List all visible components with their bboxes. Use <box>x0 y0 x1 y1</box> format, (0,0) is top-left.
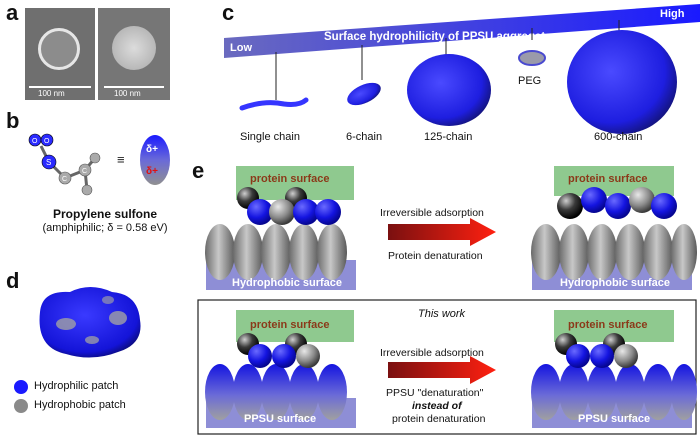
label-600-chain: 600-chain <box>594 131 642 143</box>
protein-label-top-right: protein surface <box>568 173 647 185</box>
vesicle-particle <box>38 28 80 70</box>
bottom-arrow-label-4: protein denaturation <box>392 413 486 425</box>
surface-eggs-bottom-right <box>531 364 697 420</box>
label-6-chain: 6-chain <box>346 131 382 143</box>
protein-beads-top-right <box>557 187 677 219</box>
label-125-chain: 125-chain <box>424 131 472 143</box>
carbon-atom <box>81 184 93 196</box>
sulfur-label: S <box>46 158 51 167</box>
hydrophilicity-gradient-bar <box>224 4 700 58</box>
surface-label-bottom-right: PPSU surface <box>578 413 650 425</box>
scale-label: 100 nm <box>114 89 141 98</box>
molecule-name: Propylene sulfone <box>52 207 158 221</box>
carbon-label: C <box>82 168 87 175</box>
delta-plus-bottom: δ+ <box>146 166 158 177</box>
bar-title: Surface hydrophilicity of PPSU aggregate… <box>324 31 558 43</box>
aggregate-blob <box>39 287 141 358</box>
panel-letter-c: c <box>222 0 235 25</box>
aggregate-surface-render <box>39 287 141 358</box>
bottom-arrow-label-2: PPSU "denaturation" <box>386 387 484 399</box>
scale-label: 100 nm <box>38 89 65 98</box>
surface-label-bottom-left: PPSU surface <box>244 413 316 425</box>
sulfur-atom <box>41 154 57 170</box>
protein-beads-bottom-right <box>555 333 638 368</box>
protein-surface-top-right <box>554 166 674 196</box>
oxygen-label: O <box>44 138 50 145</box>
600-chain-aggregate <box>567 30 677 134</box>
top-reaction-arrow <box>388 218 496 246</box>
125-chain-aggregate <box>407 54 491 126</box>
peg-aggregate <box>518 50 546 66</box>
equivalence-sign: ≡ <box>117 152 125 167</box>
single-chain-aggregate <box>239 97 309 111</box>
surface-label-top-right: Hydrophobic surface <box>560 277 670 289</box>
surface-eggs-top-right <box>531 224 697 280</box>
protein-label-top-left: protein surface <box>250 173 329 185</box>
protein-beads-top-left <box>237 187 341 225</box>
surface-eggs-bottom-left <box>205 364 347 420</box>
carbon-atom <box>58 171 72 185</box>
surface-eggs-top-left <box>205 224 347 280</box>
scale-bar <box>104 86 164 88</box>
top-arrow-label-2: Protein denaturation <box>388 250 483 262</box>
hydrophobic-legend-label: Hydrophobic patch <box>34 399 126 411</box>
panel-letter-b: b <box>6 108 20 133</box>
top-arrow-label-1: Irreversible adsorption <box>380 207 484 219</box>
bar-high-label: High <box>660 8 685 20</box>
adsorption-schematic: Hydrophobic surface protein surface Irre… <box>197 166 697 435</box>
oxygen-atom <box>40 133 54 147</box>
this-work-frame <box>197 299 697 435</box>
tem-image-left: 100 nm <box>25 8 95 100</box>
carbon-label: C <box>62 176 67 183</box>
bar-low-label: Low <box>230 42 252 54</box>
scale-bar <box>29 86 91 88</box>
label-peg: PEG <box>518 75 541 87</box>
delta-plus-top: δ+ <box>146 144 158 155</box>
this-work-label: This work <box>418 308 466 320</box>
surface-label-top-left: Hydrophobic surface <box>232 277 342 289</box>
tem-image-right: 100 nm <box>98 8 170 100</box>
propylene-sulfone-structure: O O S C C ≡ δ+ δ+ <box>28 133 170 196</box>
panel-letter-d: d <box>6 268 20 293</box>
solid-particle <box>112 26 156 70</box>
panel-letter-e: e <box>192 158 205 183</box>
bottom-arrow-label-3: instead of <box>412 400 463 412</box>
oxygen-label: O <box>32 138 38 145</box>
hydrophilic-legend-swatch <box>14 380 28 394</box>
protein-label-bottom-right: protein surface <box>568 319 647 331</box>
bottom-arrow-label-1: Irreversible adsorption <box>380 347 484 359</box>
dipole-ellipse <box>140 135 170 185</box>
carbon-atom <box>89 152 101 164</box>
hydrophilic-legend-label: Hydrophilic patch <box>34 380 119 392</box>
protein-beads-bottom-left <box>237 333 320 368</box>
carbon-atom <box>78 163 92 177</box>
molecule-properties: (amphiphilic; δ = 0.58 eV) <box>42 222 168 234</box>
label-single-chain: Single chain <box>240 131 300 143</box>
protein-label-bottom-left: protein surface <box>250 319 329 331</box>
panel-letter-a: a <box>6 0 19 25</box>
bottom-reaction-arrow <box>388 356 496 384</box>
hydrophobic-legend-swatch <box>14 399 28 413</box>
six-chain-aggregate <box>347 82 381 106</box>
hydrophilicity-panel: Low Surface hydrophilicity of PPSU aggre… <box>224 4 700 143</box>
